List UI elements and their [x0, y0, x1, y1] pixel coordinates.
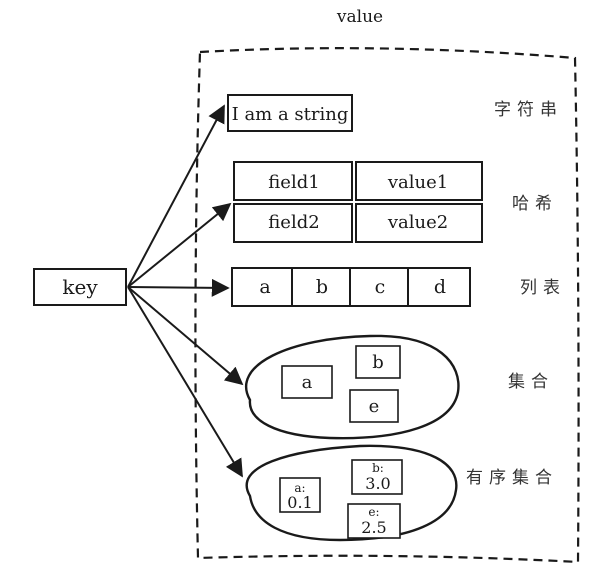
zset-score-e: 2.5	[361, 518, 386, 537]
arrow-to-zset	[127, 286, 243, 478]
hash-type-label: 哈希	[512, 194, 558, 214]
zset-member-a: a:	[294, 481, 305, 495]
key-box: key	[33, 268, 127, 306]
hash-table: field1 value1 field2 value2	[233, 161, 483, 243]
list-item-a: a	[259, 276, 270, 298]
list-type-label: 列表	[520, 278, 566, 298]
string-text: I am a string	[232, 104, 349, 125]
arrow-to-hash	[127, 202, 232, 288]
value-container	[194, 47, 580, 564]
set-member-b: b	[372, 352, 384, 373]
arrow-to-string	[127, 104, 225, 288]
diagram-title: value	[336, 7, 383, 27]
list-item-d: d	[434, 276, 446, 298]
zset-group: a: 0.1 b: 3.0 e: 2.5	[245, 444, 458, 542]
list-item-b: b	[316, 276, 328, 298]
set-member-a: a	[302, 372, 313, 393]
string-type-label: 字符串	[494, 100, 563, 120]
list-items: a b c d	[231, 267, 471, 307]
hash-value-1: value1	[387, 172, 448, 193]
zset-type-label: 有序集合	[466, 468, 558, 488]
zset-member-b: b:	[372, 461, 384, 475]
set-type-label: 集合	[508, 372, 554, 392]
hash-value-2: value2	[387, 212, 448, 233]
hash-field-2: field2	[268, 212, 319, 233]
set-group: a b e	[244, 334, 460, 440]
string-value: I am a string	[227, 94, 353, 132]
set-member-e: e	[369, 396, 380, 417]
key-label: key	[62, 275, 98, 299]
zset-score-a: 0.1	[287, 493, 312, 512]
hash-field-1: field1	[268, 172, 319, 193]
list-item-c: c	[375, 276, 386, 298]
arrow-to-list	[127, 278, 230, 297]
zset-member-e: e:	[368, 505, 379, 519]
zset-oval	[245, 444, 458, 542]
set-oval	[244, 334, 460, 440]
arrow-to-set	[127, 286, 244, 386]
zset-score-b: 3.0	[365, 474, 390, 493]
